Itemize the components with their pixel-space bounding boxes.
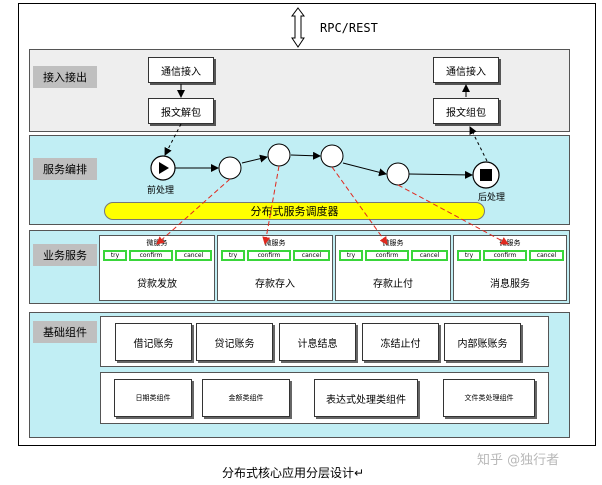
try-chip: try bbox=[103, 250, 127, 261]
confirm-chip: confirm bbox=[129, 250, 173, 261]
service-title: 微服务 bbox=[382, 239, 404, 247]
stop-icon bbox=[480, 169, 492, 181]
try-chip: try bbox=[339, 250, 363, 261]
service-name: 贷款发放 bbox=[137, 279, 177, 290]
cancel-chip: cancel bbox=[175, 250, 212, 261]
business-layer-label: 业务服务 bbox=[33, 244, 97, 266]
base-component: 内部账账务 bbox=[444, 323, 521, 361]
service-card: 微服务 try confirm cancel 贷款发放 bbox=[99, 235, 215, 301]
diagram-caption: 分布式核心应用分层设计↵ bbox=[222, 466, 365, 480]
unpack-box: 报文解包 bbox=[148, 98, 214, 124]
pre-process-node bbox=[150, 155, 176, 181]
service-card: 微服务 try confirm cancel 消息服务 bbox=[453, 235, 567, 301]
base-component: 贷记账务 bbox=[196, 323, 273, 361]
play-icon bbox=[159, 162, 169, 174]
post-process-label: 后处理 bbox=[478, 193, 506, 203]
confirm-chip: confirm bbox=[365, 250, 409, 261]
service-card: 微服务 try confirm cancel 存款止付 bbox=[335, 235, 451, 301]
service-title: 微服务 bbox=[264, 239, 286, 247]
flow-node bbox=[320, 144, 344, 168]
access-layer-label: 接入接出 bbox=[33, 66, 97, 88]
try-chip: try bbox=[221, 250, 245, 261]
call-arrow bbox=[262, 165, 280, 245]
call-arrow bbox=[331, 166, 388, 245]
orchestration-layer-label: 服务编排 bbox=[33, 158, 97, 180]
rpc-double-arrow bbox=[291, 7, 305, 48]
service-name: 存款止付 bbox=[373, 279, 413, 290]
flow-node bbox=[386, 162, 410, 186]
base-component: 金额类组件 bbox=[202, 379, 290, 417]
cancel-chip: cancel bbox=[411, 250, 448, 261]
cancel-chip: cancel bbox=[529, 250, 564, 261]
base-component: 冻结止付 bbox=[362, 323, 439, 361]
cancel-chip: cancel bbox=[293, 250, 330, 261]
pre-process-label: 前处理 bbox=[147, 186, 175, 196]
base-component: 表达式处理类组件 bbox=[314, 379, 418, 417]
flow-node bbox=[218, 156, 242, 180]
unpack-to-pre-arrow bbox=[164, 123, 182, 156]
flow-arrow bbox=[290, 151, 321, 160]
service-name: 消息服务 bbox=[490, 279, 530, 290]
base-component: 借记账务 bbox=[115, 323, 192, 361]
confirm-chip: confirm bbox=[247, 250, 291, 261]
flow-node bbox=[267, 143, 291, 167]
base-layer-label: 基础组件 bbox=[33, 321, 97, 343]
pack-box: 报文组包 bbox=[433, 98, 499, 124]
call-arrow bbox=[397, 184, 509, 245]
comm-in-box: 通信接入 bbox=[148, 57, 214, 83]
diagram-frame bbox=[18, 3, 596, 446]
call-arrow bbox=[156, 178, 231, 245]
service-card: 微服务 try confirm cancel 存款存入 bbox=[217, 235, 333, 301]
service-name: 存款存入 bbox=[255, 279, 295, 290]
flow-arrow bbox=[342, 162, 387, 177]
comm-out-box: 通信接入 bbox=[433, 57, 499, 83]
base-component: 计息结息 bbox=[279, 323, 356, 361]
flow-arrow bbox=[241, 154, 268, 164]
try-chip: try bbox=[457, 250, 481, 261]
base-component: 日期类组件 bbox=[114, 379, 192, 417]
post-process-node bbox=[472, 161, 500, 189]
flow-arrow bbox=[408, 170, 473, 179]
base-component: 文件类处理组件 bbox=[443, 379, 535, 417]
protocol-label: RPC/REST bbox=[320, 21, 378, 35]
watermark: 知乎 @独行者 bbox=[477, 453, 560, 468]
post-to-pack-arrow bbox=[469, 126, 488, 162]
confirm-chip: confirm bbox=[483, 250, 527, 261]
service-title: 微服务 bbox=[499, 239, 521, 247]
